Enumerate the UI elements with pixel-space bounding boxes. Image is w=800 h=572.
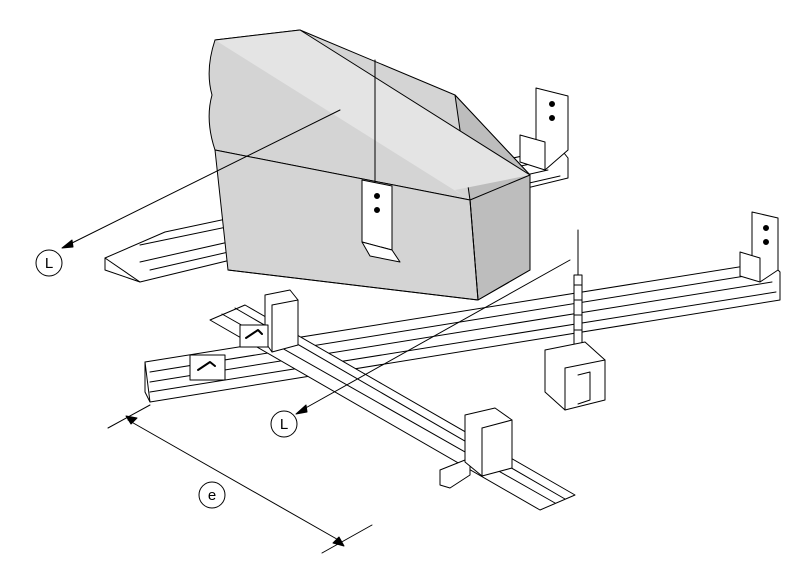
bracket-upper-right bbox=[519, 87, 569, 171]
bracket-center bbox=[361, 179, 401, 263]
joint-clips bbox=[189, 324, 269, 381]
label-e: e bbox=[198, 481, 226, 509]
label-e-text: e bbox=[208, 487, 216, 504]
dimension-e bbox=[107, 404, 373, 554]
duct-box bbox=[208, 29, 531, 301]
label-L-right-text: L bbox=[280, 416, 288, 433]
dimension-L-right bbox=[295, 259, 571, 415]
connector-right bbox=[464, 407, 513, 477]
label-L-right: L bbox=[270, 410, 298, 438]
label-L-left: L bbox=[35, 249, 63, 277]
dimension-L-left bbox=[61, 109, 341, 249]
connector-left bbox=[264, 289, 299, 353]
channel-clamp bbox=[544, 341, 606, 411]
label-L-left-text: L bbox=[45, 255, 53, 272]
bracket-right bbox=[739, 211, 779, 283]
